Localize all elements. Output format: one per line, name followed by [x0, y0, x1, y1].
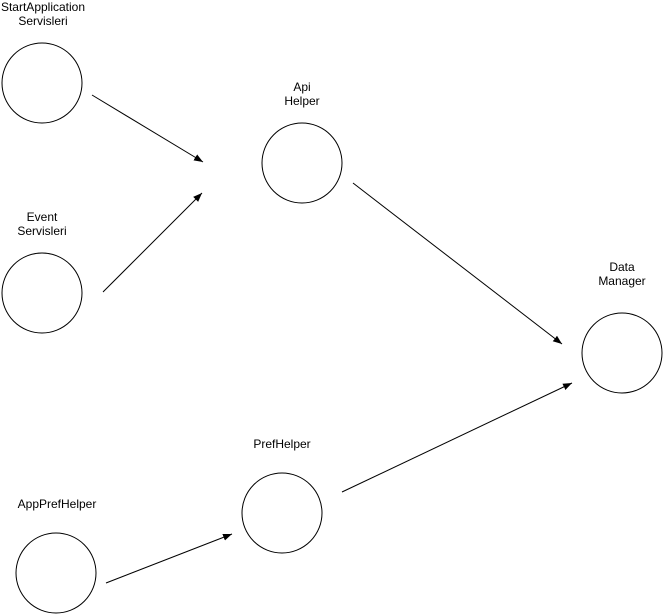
node-data-manager[interactable] — [581, 312, 663, 394]
label-line: Manager — [598, 274, 646, 288]
edge-event-to-api-helper — [102, 192, 203, 293]
node-pref-helper[interactable] — [241, 472, 323, 554]
label-line: Servisleri — [17, 224, 67, 238]
edge-pref-helper-to-data-manager — [341, 382, 573, 493]
label-event-servisleri: Event Servisleri — [0, 210, 84, 238]
edge-app-pref-helper-to-pref-helper — [105, 533, 233, 584]
label-data-manager: Data Manager — [582, 260, 662, 288]
node-event-servisleri[interactable] — [1, 252, 83, 334]
label-app-pref-helper: AppPrefHelper — [8, 497, 106, 511]
label-line: Helper — [284, 94, 320, 108]
label-line: AppPrefHelper — [17, 497, 97, 511]
edge-start-application-to-api-helper — [91, 94, 204, 163]
node-start-application-servisleri[interactable] — [1, 42, 83, 124]
node-api-helper[interactable] — [261, 122, 343, 204]
label-line: Data — [609, 260, 635, 274]
label-api-helper: Api Helper — [262, 80, 342, 108]
label-start-application-servisleri: StartApplication Servisleri — [0, 0, 86, 28]
label-pref-helper: PrefHelper — [242, 437, 322, 451]
label-line: Servisleri — [18, 14, 68, 28]
edge-api-helper-to-data-manager — [352, 182, 563, 345]
label-line: Api — [293, 80, 311, 94]
label-line: Event — [26, 210, 58, 224]
label-line: StartApplication — [0, 0, 86, 14]
node-app-pref-helper[interactable] — [15, 532, 97, 614]
label-line: PrefHelper — [253, 437, 311, 451]
